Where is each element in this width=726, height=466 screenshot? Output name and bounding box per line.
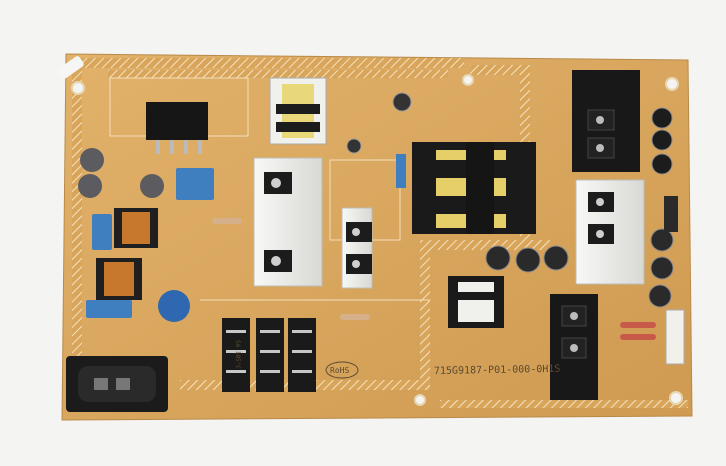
heatsink-top-black	[572, 70, 640, 172]
filter-capacitors	[222, 318, 316, 392]
ac-power-inlet	[66, 356, 168, 412]
resistors	[212, 218, 656, 340]
small-transformer	[448, 276, 504, 328]
rohs-mark: RoHS	[325, 361, 359, 379]
heatsink-bottom-black	[550, 294, 598, 400]
capacitor-rating-label: SA 105°C	[234, 340, 241, 369]
inductors	[78, 148, 164, 198]
output-connector	[665, 309, 685, 365]
varistor	[158, 290, 190, 322]
board-part-number: 715G9187-P01-000-0H1S	[434, 364, 561, 377]
rectifier-legs	[156, 140, 202, 154]
output-capacitors	[346, 92, 674, 308]
x-capacitors	[86, 154, 406, 318]
rohs-label: RoHS	[330, 366, 349, 375]
main-transformer	[412, 142, 536, 234]
standby-transformer	[269, 77, 327, 145]
heatsink-right-white	[575, 179, 645, 285]
heatsink-left	[253, 157, 323, 287]
heatsink-middle	[341, 207, 373, 289]
bridge-rectifier	[146, 102, 208, 140]
common-mode-chokes	[96, 208, 158, 300]
signal-connector	[664, 196, 678, 232]
cable-tie	[57, 56, 84, 79]
